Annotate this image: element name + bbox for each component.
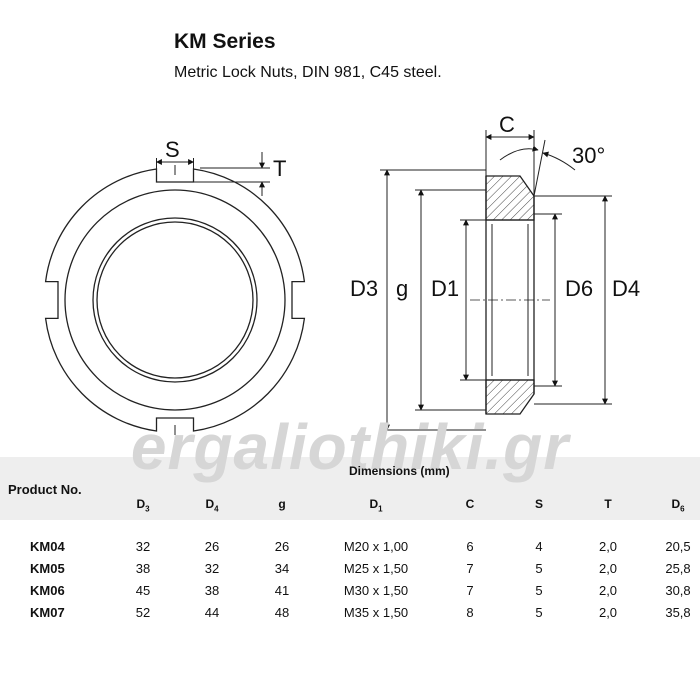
table-header-band: [0, 457, 700, 520]
product-cell: KM07: [30, 605, 65, 620]
table-cell: 41: [274, 583, 290, 598]
dim-D4: [534, 195, 612, 405]
table-cell: 34: [274, 561, 290, 576]
dim-angle: [499, 139, 576, 197]
label-g: g: [396, 276, 408, 301]
table-row: KM07 52 44 48 M35 x 1,50 8 5 2,0 35,8: [0, 605, 700, 627]
table-cell: 20,5: [665, 539, 691, 554]
product-cell: KM06: [30, 583, 65, 598]
dim-D3: [380, 169, 486, 431]
table-row: KM05 38 32 34 M25 x 1,50 7 5 2,0 25,8: [0, 561, 700, 583]
page-title: KM Series: [174, 30, 276, 53]
table-cell: 7: [466, 561, 474, 576]
table-cell: 5: [535, 583, 543, 598]
table-cell: 30,8: [665, 583, 691, 598]
table-cell: 2,0: [598, 539, 618, 554]
label-D3: D3: [350, 276, 378, 301]
table-row: KM06 45 38 41 M30 x 1,50 7 5 2,0 30,8: [0, 583, 700, 605]
dim-D1: [460, 219, 486, 381]
table-cell: 2,0: [598, 561, 618, 576]
watermark: ergaliothiki.gr: [130, 411, 570, 483]
label-D1: D1: [431, 276, 459, 301]
label-D4: D4: [612, 276, 640, 301]
column-header: T: [604, 497, 612, 511]
technical-drawing: S T C 30°: [44, 112, 641, 435]
table-cell: 2,0: [598, 583, 618, 598]
table-cell: 8: [466, 605, 474, 620]
table-row: KM04 32 26 26 M20 x 1,00 6 4 2,0 20,5: [0, 539, 700, 561]
dimensions-header: Dimensions (mm): [349, 464, 450, 478]
dim-T: [193, 152, 270, 196]
column-header: D6: [671, 497, 685, 514]
table-cell: 4: [535, 539, 543, 554]
outer-contour: [44, 168, 306, 432]
table-cell: 45: [135, 583, 151, 598]
dim-g: [415, 189, 486, 411]
table-cell: 25,8: [665, 561, 691, 576]
column-header: D1: [369, 497, 383, 514]
table-cell: 2,0: [598, 605, 618, 620]
table-cell: 52: [135, 605, 151, 620]
dim-C: [485, 130, 535, 196]
table-cell: 6: [466, 539, 474, 554]
thread-outer-circle: [92, 217, 258, 383]
label-T: T: [273, 156, 286, 181]
thread-inner-circle: [96, 221, 254, 379]
dim-D6: [534, 213, 562, 387]
column-header: D3: [136, 497, 150, 514]
table-cell: 44: [204, 605, 220, 620]
front-view: [44, 165, 306, 435]
side-view: [470, 175, 550, 415]
product-header: Product No.: [8, 482, 82, 497]
table-cell: 26: [274, 539, 290, 554]
table-cell: M35 x 1,50: [343, 605, 409, 620]
column-header: S: [534, 497, 544, 511]
table-cell: 5: [535, 561, 543, 576]
table-cell: 26: [204, 539, 220, 554]
column-header: C: [465, 497, 475, 511]
table-cell: 35,8: [665, 605, 691, 620]
column-header: g: [278, 497, 286, 511]
table-cell: M30 x 1,50: [343, 583, 409, 598]
table-cell: 48: [274, 605, 290, 620]
label-angle: 30°: [572, 143, 605, 168]
dim-S: [155, 158, 195, 169]
label-C: C: [499, 112, 515, 137]
chamfer-circle: [64, 189, 286, 411]
table-cell: M20 x 1,00: [343, 539, 409, 554]
page-subtitle: Metric Lock Nuts, DIN 981, C45 steel.: [174, 64, 442, 81]
product-cell: KM05: [30, 561, 65, 576]
table-cell: M25 x 1,50: [343, 561, 409, 576]
table-cell: 5: [535, 605, 543, 620]
table-cell: 38: [204, 583, 220, 598]
table-cell: 7: [466, 583, 474, 598]
product-cell: KM04: [30, 539, 65, 554]
label-S: S: [165, 137, 180, 162]
table-cell: 38: [135, 561, 151, 576]
table-cell: 32: [135, 539, 151, 554]
column-header: D4: [205, 497, 219, 514]
table-cell: 32: [204, 561, 220, 576]
label-D6: D6: [565, 276, 593, 301]
